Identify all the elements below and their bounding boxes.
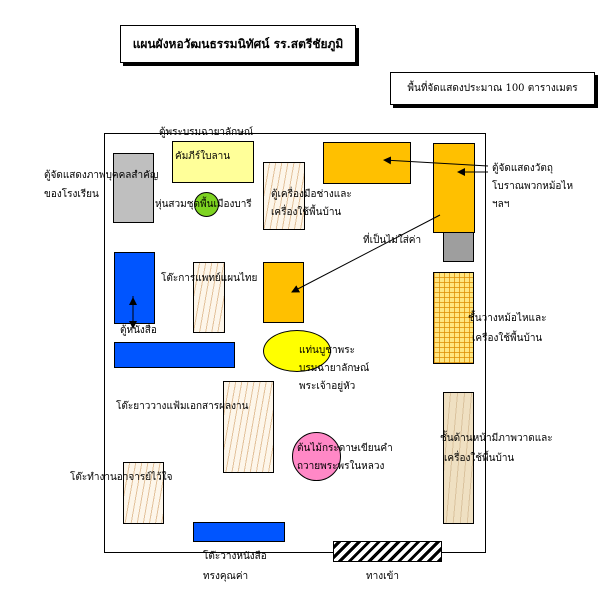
altar-label-2: บรมฉายาลักษณ์ <box>299 363 370 374</box>
buddha-image-cabinet <box>172 141 254 183</box>
diagram-title-text: แผนผังหอวัฒนธรรมนิทัศน์ รร.สตรีชัยภูมิ <box>132 36 344 51</box>
important-people-cabinet <box>113 153 154 223</box>
tools-cabinet-label-1: ตู้เครื่องมือช่างและ <box>271 189 352 200</box>
empty-cabinet-label: ที่เป็นไม่ใส่ค่า <box>363 235 422 246</box>
antiques-cabinet-right <box>433 143 475 233</box>
important-people-label-2: ของโรงเรียน <box>44 189 99 200</box>
empty-cabinet <box>443 232 474 262</box>
teacher-desk-label: โต๊ะทำงานอาจารย์ไว้ใจ <box>70 472 173 483</box>
room-outline <box>104 133 486 553</box>
bookcase-label: ตู้หนังสือ <box>120 325 157 336</box>
entrance-label: ทางเข้า <box>366 571 399 582</box>
antiques-label-3: ฯลฯ <box>492 199 510 210</box>
pottery-shelf-label-1: ชั้นวางหม้อไหและ <box>468 313 547 324</box>
blue-long-table <box>114 342 235 368</box>
area-note-text: พื้นที่จัดแสดงประมาณ 100 ตารางเมตร <box>407 83 578 94</box>
altar-label-3: พระเจ้าอยู่หัว <box>299 381 356 392</box>
puppet-model-label: หุ่นสวมชุดพื้นเมืองบารี <box>155 199 252 210</box>
antiques-label-1: ตู้จัดแสดงวัตถุ <box>492 163 553 174</box>
books-table <box>193 522 285 542</box>
pictures-shelf-label-1: ชั้นด้านหน้ามีภาพวาดและ <box>440 433 553 444</box>
buddha-cabinet-label-1: ตู้พระบรมฉายาลักษณ์ <box>159 127 254 138</box>
thai-medicine-table <box>193 262 225 333</box>
tools-cabinet-label-2: เครื่องใช้พื้นบ้าน <box>271 207 342 218</box>
altar-ellipse <box>263 330 331 372</box>
pottery-shelf-label-2: เครื่องใช้พื้นบ้าน <box>472 333 543 344</box>
center-cabinet <box>263 262 304 323</box>
antiques-label-2: โบราณพวกหม้อไห <box>492 181 574 192</box>
tree-model-label-1: ต้นไม้กระดาษเขียนคำ <box>297 443 393 454</box>
tree-model-label-2: ถวายพระพรในหลวง <box>297 461 385 472</box>
tools-cabinet <box>263 162 305 230</box>
altar-label-1: แท่นบูชาพระ <box>299 345 355 356</box>
thai-medicine-label: โต๊ะการแพทย์แผนไทย <box>161 273 258 284</box>
teacher-desk <box>123 462 164 524</box>
arrow-to-top-cabinet <box>383 156 489 167</box>
arrow-to-center-cabinet <box>291 214 441 293</box>
pottery-shelf <box>433 272 474 364</box>
pictures-shelf <box>443 392 474 524</box>
documents-table-label: โต๊ะยาววางแฟ้มเอกสารผลงาน <box>116 401 249 412</box>
entrance-mat <box>333 541 442 562</box>
bookcase <box>114 252 155 324</box>
antiques-cabinet-top <box>323 142 411 184</box>
pictures-shelf-label-2: เครื่องใช้พื้นบ้าน <box>444 453 515 464</box>
important-people-label-1: ตู้จัดแสดงภาพบุคคลสำคัญ <box>44 170 159 181</box>
books-table-label-2: ทรงคุณค่า <box>203 571 249 582</box>
documents-table <box>223 381 274 473</box>
tree-model-circle <box>292 432 341 481</box>
diagram-title: แผนผังหอวัฒนธรรมนิทัศน์ รร.สตรีชัยภูมิ <box>120 25 356 63</box>
buddha-cabinet-label-2: คัมภีร์ใบลาน <box>175 151 231 162</box>
area-note: พื้นที่จัดแสดงประมาณ 100 ตารางเมตร <box>390 72 595 105</box>
puppet-model-circle <box>194 192 219 217</box>
books-table-label-1: โต๊ะวางหนังสือ <box>203 551 267 562</box>
